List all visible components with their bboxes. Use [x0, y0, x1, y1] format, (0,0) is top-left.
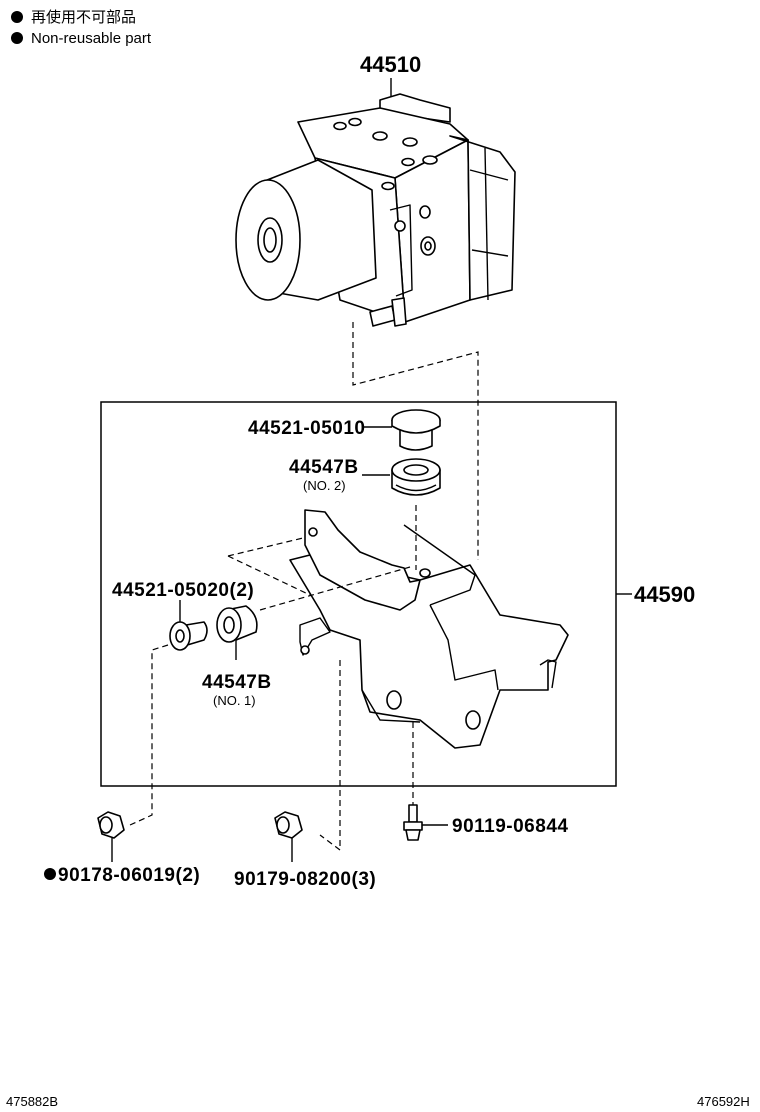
- part-90179-08200-label: 90179-08200(3): [234, 869, 376, 890]
- part-90178-06019-label: 90178-06019(2): [58, 865, 200, 886]
- collar-side-drawing: [169, 600, 208, 651]
- part-44547b-no2-label: 44547B: [289, 457, 359, 478]
- non-reusable-dot-icon: [11, 32, 23, 44]
- part-90119-06844-label: 90119-06844: [452, 816, 568, 837]
- legend-en: Non-reusable part: [31, 30, 152, 47]
- bolt-drawing: [403, 804, 448, 841]
- part-44521-05010-label: 44521-05010: [248, 418, 366, 439]
- collar-top-drawing: [362, 409, 441, 451]
- bracket-drawing: [289, 509, 569, 749]
- reference-code-left: 475882B: [6, 1094, 58, 1109]
- non-reusable-dot-icon: [11, 11, 23, 23]
- part-44547b-no1-sub: (NO. 1): [213, 693, 256, 708]
- part-44521-05020-label: 44521-05020(2): [112, 580, 254, 601]
- part-44590-label: 44590: [634, 582, 695, 607]
- part-44547b-no1-label: 44547B: [202, 672, 272, 693]
- abs-actuator-drawing: [235, 78, 516, 327]
- part-44510-label: 44510: [360, 52, 421, 77]
- grommet-top-drawing: [362, 458, 441, 496]
- reference-code-right: 476592H: [697, 1094, 750, 1109]
- part-44547b-no2-sub: (NO. 2): [303, 478, 346, 493]
- nut-left-drawing: [97, 811, 125, 862]
- legend: 再使用不可部品 Non-reusable part: [11, 9, 152, 47]
- nut-middle-drawing: [274, 811, 303, 862]
- non-reusable-dot-icon: [44, 868, 56, 880]
- legend-jp: 再使用不可部品: [31, 9, 136, 26]
- grommet-side-drawing: [216, 605, 258, 660]
